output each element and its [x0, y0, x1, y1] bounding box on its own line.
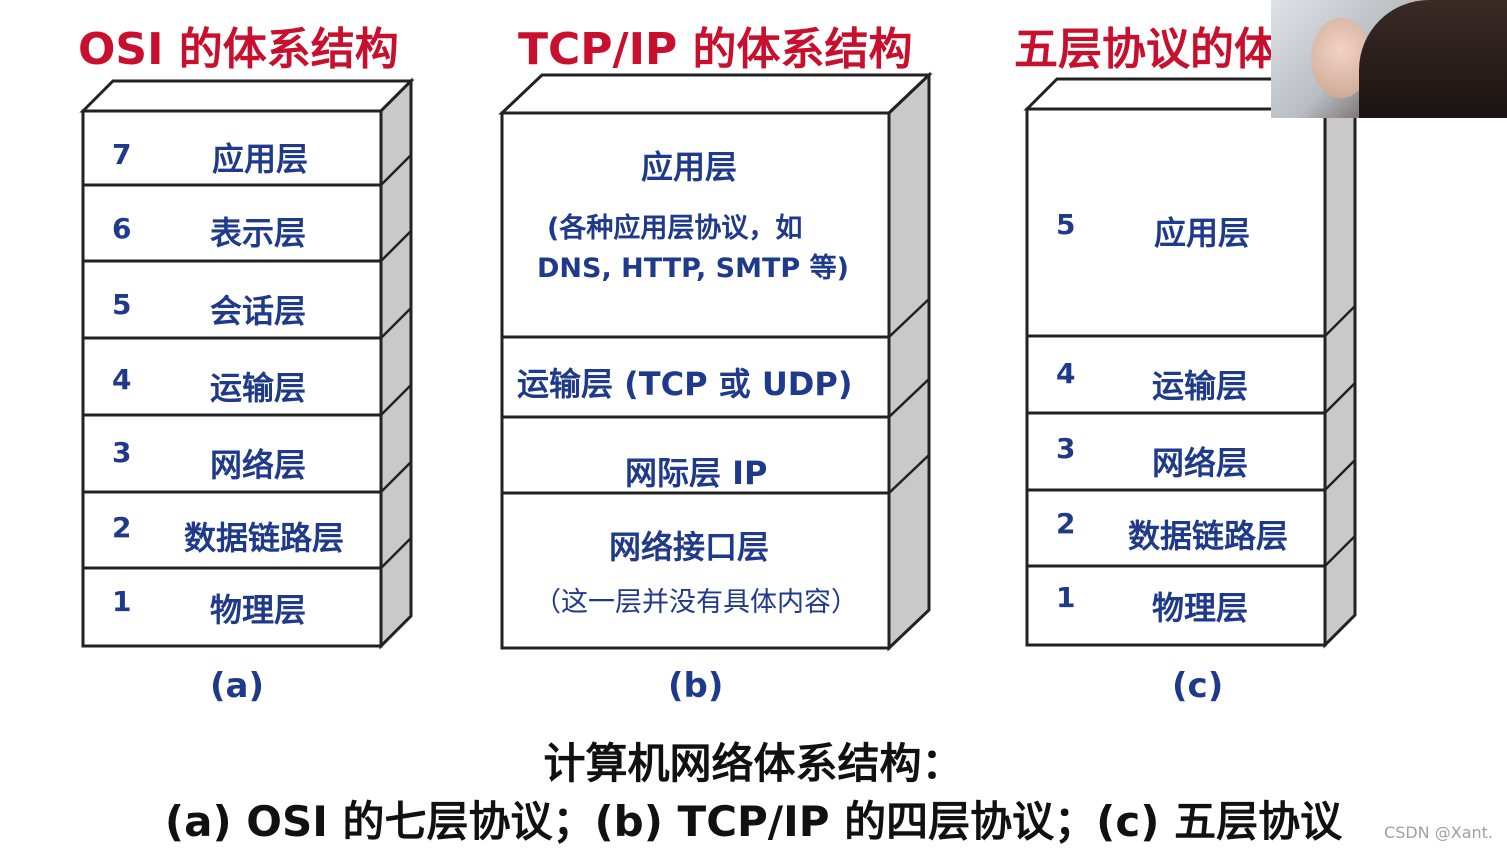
stack-c-side-divider — [1324, 459, 1356, 491]
title-tcpip: TCP/IP 的体系结构 — [518, 24, 913, 75]
layer-row: 2 数据链路层 — [84, 493, 381, 567]
presenter-hair — [1359, 0, 1507, 118]
title-five-layer: 五层协议的体 — [1014, 24, 1278, 75]
stack-b-front-face — [500, 111, 891, 650]
watermark: CSDN @Xant. — [1384, 823, 1493, 842]
layer-row: 7 应用层 — [84, 112, 381, 184]
layer-number: 2 — [112, 511, 132, 544]
layer-row: 4 运输层 — [1028, 337, 1325, 412]
stack-a-top-face — [79, 79, 415, 113]
layer-number: 3 — [112, 436, 132, 469]
layer-number: 5 — [1056, 208, 1076, 241]
layer-row: 1 物理层 — [1028, 567, 1325, 644]
layer-number: 6 — [112, 212, 132, 245]
layer-row: 3 网络层 — [1028, 414, 1325, 489]
layer-note: (各种应用层协议，如 — [547, 213, 803, 244]
stack-a-side-divider — [380, 537, 412, 569]
figure-caption-title: 计算机网络体系结构： — [543, 739, 964, 788]
layer-number: 7 — [112, 138, 132, 171]
stack-b-top-face — [498, 73, 933, 115]
stack-a-front-face — [81, 109, 383, 648]
stack-c-side-divider — [1324, 535, 1356, 567]
title-osi: OSI 的体系结构 — [78, 24, 399, 75]
layer-number: 2 — [1056, 507, 1076, 540]
layer-number: 4 — [112, 363, 132, 396]
layer-name: 运输层 — [210, 369, 307, 407]
stack-a-side-divider — [380, 230, 412, 262]
layer-row: 5 会话层 — [84, 262, 381, 337]
figure-caption-detail: (a) OSI 的七层协议；(b) TCP/IP 的四层协议；(c) 五层协议 — [164, 797, 1343, 846]
stack-c-side-divider — [1324, 305, 1356, 337]
layer-number: 4 — [1056, 357, 1076, 390]
layer-row: 6 表示层 — [84, 186, 381, 260]
layer-name: 物理层 — [1152, 589, 1249, 627]
stack-c-side-divider — [1324, 382, 1356, 414]
layer-row: 3 网络层 — [84, 416, 381, 491]
stack-c-front-face — [1025, 107, 1327, 647]
stack-b-side-divider — [888, 454, 930, 494]
layer-name: 运输层 (TCP 或 UDP) — [517, 365, 853, 403]
panel-label-b: (b) — [668, 666, 724, 706]
layer-name: 应用层 — [212, 140, 309, 178]
layer-name: 网际层 IP — [625, 454, 768, 492]
layer-note: DNS, HTTP, SMTP 等) — [537, 253, 849, 284]
stack-b-side-face — [887, 71, 931, 652]
layer-name: 表示层 — [210, 214, 307, 252]
layer-name: 数据链路层 — [184, 519, 345, 557]
layer-name: 网络层 — [210, 446, 307, 484]
layer-row: 网际层 IP — [503, 418, 889, 492]
stack-b-side-divider — [888, 378, 930, 418]
layer-row: 5 应用层 — [1028, 110, 1325, 335]
stack-a-side-divider — [380, 384, 412, 416]
stack-a-side-divider — [380, 307, 412, 339]
layer-number: 3 — [1056, 432, 1076, 465]
layer-name: 会话层 — [210, 292, 307, 330]
layer-name: 应用层 — [1154, 214, 1251, 252]
layer-row: 网络接口层 （这一层并没有具体内容） — [503, 494, 889, 648]
layer-row: 4 运输层 — [84, 339, 381, 414]
stack-b-side-divider — [888, 298, 930, 338]
layer-row: 应用层 (各种应用层协议，如 DNS, HTTP, SMTP 等) — [503, 114, 889, 336]
layer-name: 网络层 — [1152, 444, 1249, 482]
layer-name: 运输层 — [1152, 367, 1249, 405]
layer-number: 1 — [112, 585, 132, 618]
layer-row: 运输层 (TCP 或 UDP) — [503, 339, 889, 416]
stack-a-side-face — [379, 77, 413, 650]
stack-a-side-divider — [380, 461, 412, 493]
layer-number: 1 — [1056, 581, 1076, 614]
layer-name: 应用层 — [641, 148, 738, 186]
layer-name: 数据链路层 — [1128, 517, 1289, 555]
stack-a-side-divider — [380, 154, 412, 186]
layer-name: 物理层 — [210, 591, 307, 629]
layer-row: 2 数据链路层 — [1028, 491, 1325, 565]
webcam-overlay — [1271, 0, 1507, 118]
layer-number: 5 — [112, 288, 132, 321]
panel-label-c: (c) — [1172, 666, 1224, 706]
panel-label-a: (a) — [210, 666, 265, 706]
layer-name: 网络接口层 — [609, 528, 770, 566]
layer-row: 1 物理层 — [84, 569, 381, 645]
layer-note: （这一层并没有具体内容） — [534, 587, 858, 618]
